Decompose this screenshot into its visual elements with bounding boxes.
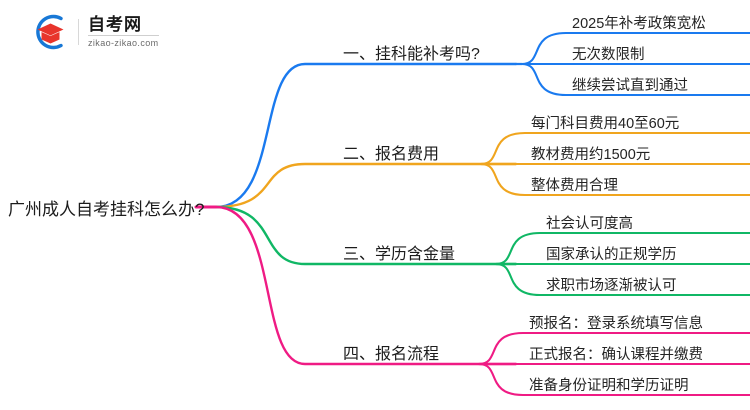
mindmap-branch-node-4[interactable]: 四、报名流程 xyxy=(343,346,440,363)
mindmap-leaf-node-4-2[interactable]: 正式报名：确认课程并缴费 xyxy=(529,347,703,363)
mindmap-leaf-node-1-2[interactable]: 无次数限制 xyxy=(572,47,645,63)
mindmap-leaf-node-4-3[interactable]: 准备身份证明和学历证明 xyxy=(529,378,689,394)
mindmap-leaf-node-1-3[interactable]: 继续尝试直到通过 xyxy=(572,78,688,94)
mindmap-leaf-node-1-1[interactable]: 2025年补考政策宽松 xyxy=(572,16,706,32)
mindmap-leaf-node-3-3[interactable]: 求职市场逐渐被认可 xyxy=(546,278,677,294)
logo-subtitle: zikao-zikao.com xyxy=(88,38,159,48)
zikao-logo-icon xyxy=(30,12,72,52)
mindmap-branch-node-2[interactable]: 二、报名费用 xyxy=(343,146,440,163)
connector-path xyxy=(214,62,518,209)
mindmap-leaf-node-2-1[interactable]: 每门科目费用40至60元 xyxy=(531,116,680,132)
mindmap-leaf-node-3-2[interactable]: 国家承认的正规学历 xyxy=(546,247,677,263)
connector-path xyxy=(214,162,518,209)
mindmap-leaf-node-2-3[interactable]: 整体费用合理 xyxy=(531,178,618,194)
mindmap-leaf-node-3-1[interactable]: 社会认可度高 xyxy=(546,216,633,232)
mindmap-branch-node-1[interactable]: 一、挂科能补考吗? xyxy=(343,46,480,63)
logo-text: 自考网 zikao-zikao.com xyxy=(88,16,159,48)
mindmap-root-node[interactable]: 广州成人自考挂科怎么办? xyxy=(8,200,205,219)
mindmap-branch-node-3[interactable]: 三、学历含金量 xyxy=(343,246,456,263)
site-logo: 自考网 zikao-zikao.com xyxy=(30,11,159,53)
logo-title: 自考网 xyxy=(88,16,159,36)
mindmap-leaf-node-4-1[interactable]: 预报名：登录系统填写信息 xyxy=(529,316,703,332)
logo-divider xyxy=(78,19,79,45)
mindmap-leaf-node-2-2[interactable]: 教材费用约1500元 xyxy=(531,147,651,163)
